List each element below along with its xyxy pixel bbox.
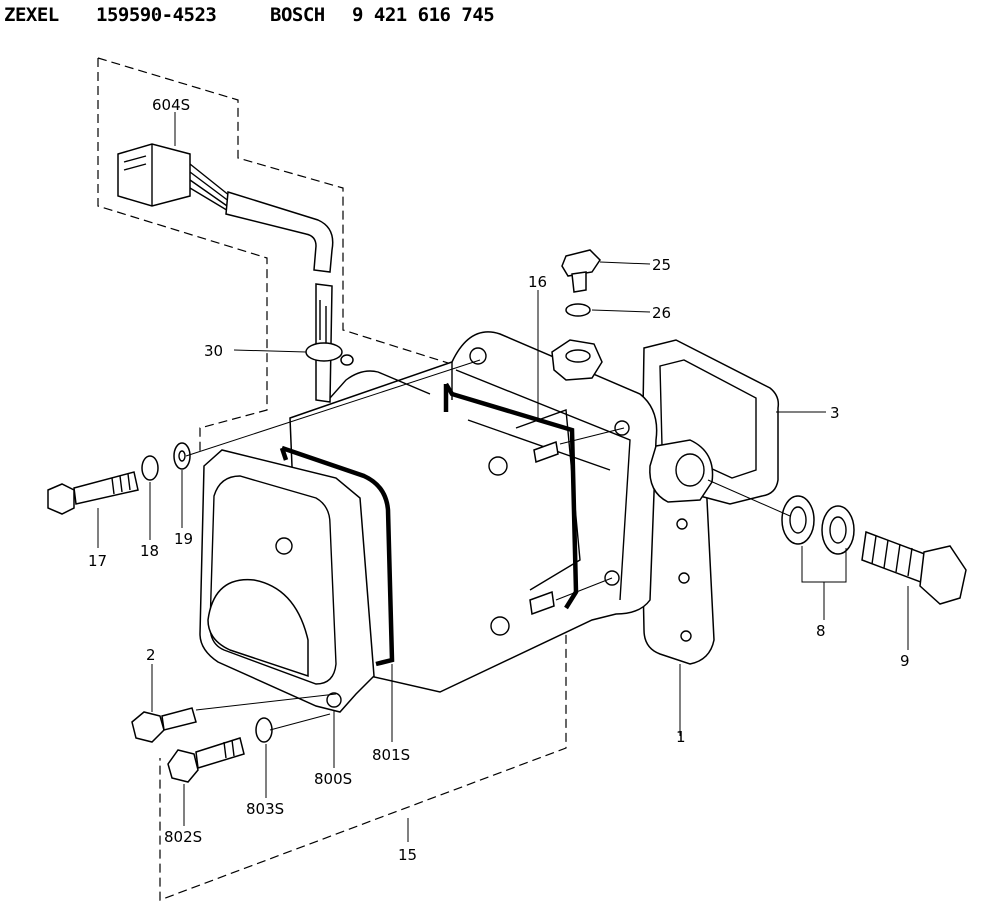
connector-604s	[117, 143, 334, 403]
label-26: 26	[652, 304, 671, 322]
label-16: 16	[528, 273, 547, 291]
part-number-zexel: 159590-4523	[96, 4, 217, 26]
part-number-bosch: 9 421 616 745	[352, 4, 495, 26]
label-19: 19	[174, 530, 193, 548]
label-803s: 803S	[246, 800, 284, 818]
label-25: 25	[652, 256, 671, 274]
dashed-assembly-outline	[97, 57, 567, 901]
clamp-30	[305, 342, 354, 366]
washer-803s	[255, 717, 273, 743]
label-3: 3	[830, 404, 840, 422]
label-2: 2	[146, 646, 156, 664]
label-9: 9	[900, 652, 910, 670]
brand-bosch: BOSCH	[270, 4, 325, 26]
label-17: 17	[88, 552, 107, 570]
fitting-nut	[551, 339, 603, 381]
label-800s: 800S	[314, 770, 352, 788]
bolt-9	[861, 530, 967, 605]
washer-19	[173, 442, 191, 470]
brand-zexel: ZEXEL	[4, 4, 59, 26]
banjo-fitting	[649, 439, 714, 503]
callout-labels: 604S 30 25 26 16 3 17 18 19 8 9 2 800S 8…	[88, 96, 910, 864]
cover-800s	[199, 449, 375, 713]
label-15: 15	[398, 846, 417, 864]
axis-lines	[185, 359, 791, 731]
label-604s: 604S	[152, 96, 190, 114]
label-1: 1	[676, 728, 686, 746]
label-8: 8	[816, 622, 826, 640]
stud-upper	[533, 440, 559, 464]
washers-8	[781, 495, 855, 555]
label-802s: 802S	[164, 828, 202, 846]
bolt-17	[47, 471, 139, 515]
washer-18	[141, 455, 159, 481]
seal-801s	[281, 445, 395, 667]
stud-lower	[529, 590, 555, 616]
seal-16	[444, 382, 579, 610]
screw-2	[131, 707, 197, 743]
screw-802s	[167, 737, 245, 783]
screw-25	[561, 249, 601, 293]
label-18: 18	[140, 542, 159, 560]
label-801s: 801S	[372, 746, 410, 764]
leader-lines	[97, 112, 909, 842]
washer-26	[565, 303, 591, 317]
label-30: 30	[204, 342, 223, 360]
